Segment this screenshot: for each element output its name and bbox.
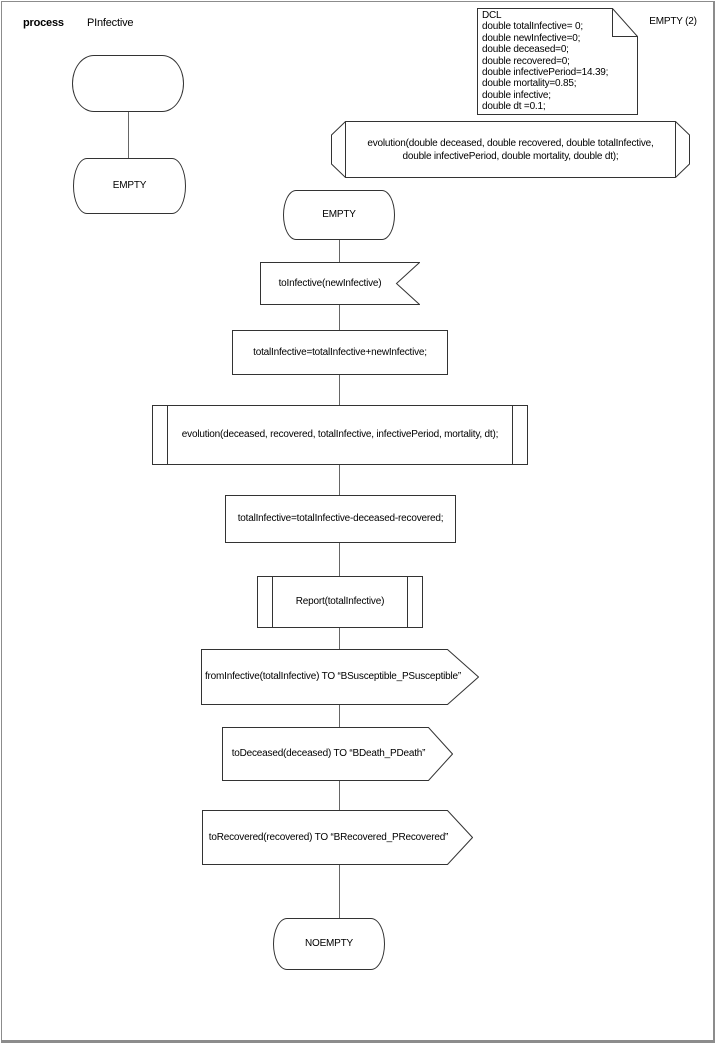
procedure-call-line-left [167, 406, 168, 464]
output-outline [202, 810, 473, 865]
connector-7 [339, 705, 340, 727]
input-shape [260, 262, 420, 305]
task-label: totalInfective=totalInfective+newInfecti… [253, 346, 427, 358]
connector-8 [339, 781, 340, 810]
note-outline [477, 8, 638, 115]
connector-6 [339, 628, 340, 649]
dcl-line: double deceased=0; [482, 44, 569, 56]
process-kind-label: process [23, 17, 64, 29]
procedure-call-evolution[interactable]: evolution(deceased, recovered, totalInfe… [152, 405, 528, 465]
output-outline [222, 727, 453, 781]
task-label: totalInfective=totalInfective-deceased-r… [237, 513, 444, 524]
output-shape [202, 810, 473, 865]
output-symbol-frominfective[interactable]: fromInfective(totalInfective) TO “BSusce… [201, 649, 479, 705]
procedure-call-line-right [407, 577, 408, 627]
connector-1 [339, 240, 340, 263]
state-label: NOEMPTY [304, 938, 354, 949]
output-outline [201, 649, 479, 705]
output-shape [201, 649, 479, 705]
procedure-declaration-symbol[interactable]: evolution(double deceased, double recove… [331, 121, 690, 178]
note-fold-icon [612, 8, 638, 37]
connector-2 [339, 305, 340, 330]
start-symbol[interactable] [72, 55, 184, 112]
output-symbol-todeceased[interactable]: toDeceased(deceased) TO “BDeath_PDeath” [222, 727, 453, 781]
output-signal-label: fromInfective(totalInfective) TO “BSusce… [204, 671, 462, 682]
state-symbol-empty[interactable]: EMPTY [283, 190, 395, 240]
dcl-line: double infectivePeriod=14.39; [482, 67, 609, 79]
output-shape [222, 727, 453, 781]
connector-5 [339, 543, 340, 576]
procedure-call-label: Report(totalInfective) [295, 596, 385, 607]
connector-4 [339, 465, 340, 495]
procedure-declaration-text: evolution(double deceased, double recove… [345, 121, 676, 178]
state-symbol-empty-left[interactable]: EMPTY [73, 158, 186, 214]
procedure-declaration-shape [331, 121, 690, 178]
page-reference-label: EMPTY (2) [649, 16, 697, 27]
note-shape [477, 8, 638, 115]
procedure-call-label: evolution(deceased, recovered, totalInfe… [181, 429, 499, 440]
procedure-call-report[interactable]: Report(totalInfective) [257, 576, 423, 628]
dcl-line: double dt =0.1; [482, 101, 546, 113]
connector-9 [339, 865, 340, 918]
output-signal-label: toDeceased(deceased) TO “BDeath_PDeath” [231, 748, 426, 759]
procedure-declaration-line: double infectivePeriod, double mortality… [402, 150, 619, 162]
dcl-text-symbol[interactable]: DCL double totalInfective= 0; double new… [477, 8, 638, 115]
state-label: EMPTY [322, 209, 356, 220]
task-symbol-add[interactable]: totalInfective=totalInfective+newInfecti… [232, 330, 448, 375]
output-signal-label: toRecovered(recovered) TO “BRecovered_PR… [208, 831, 449, 843]
process-name-label: PInfective [87, 17, 134, 29]
procedure-call-line-right [512, 406, 513, 464]
connector-start-to-empty [128, 112, 129, 158]
dcl-line: double mortality=0.85; [482, 78, 577, 90]
input-signal-label: toInfective(newInfective) [278, 277, 382, 289]
dcl-line: DCL [482, 10, 502, 21]
dcl-line: double newInfective=0; [482, 32, 581, 44]
state-symbol-noempty[interactable]: NOEMPTY [273, 918, 385, 970]
procedure-declaration-line: evolution(double deceased, double recove… [367, 137, 654, 149]
state-label: EMPTY [112, 180, 147, 191]
dcl-declaration-text: DCL double totalInfective= 0; double new… [482, 10, 608, 113]
connector-3 [339, 375, 340, 405]
dcl-line: double totalInfective= 0; [482, 21, 583, 33]
dcl-line: double infective; [482, 89, 551, 101]
input-outline [260, 262, 420, 305]
task-symbol-subtract[interactable]: totalInfective=totalInfective-deceased-r… [225, 495, 456, 543]
procedure-call-line-left [272, 577, 273, 627]
dcl-line: double recovered=0; [482, 55, 570, 67]
input-symbol-toinfective[interactable]: toInfective(newInfective) [260, 262, 420, 305]
output-symbol-torecovered[interactable]: toRecovered(recovered) TO “BRecovered_PR… [202, 810, 473, 865]
